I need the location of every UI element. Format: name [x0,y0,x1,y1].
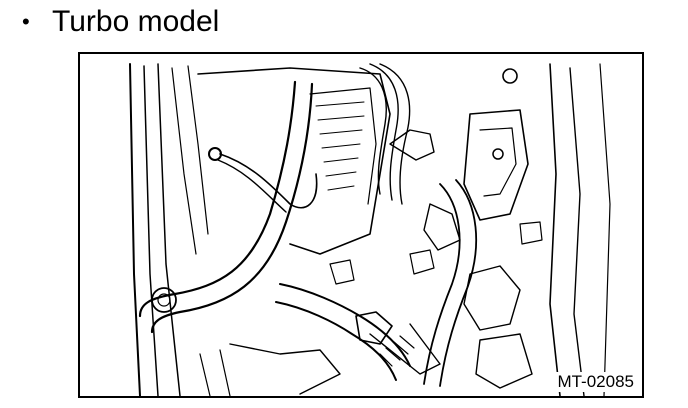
adjuster-knob [151,287,177,313]
right-bracket [463,109,529,221]
figure-frame: MT-02085 [78,52,644,398]
wire-harness-top [359,67,387,195]
heading-text: Turbo model [52,5,220,38]
figure-code: MT-02085 [555,372,636,392]
engine-bay-illustration [129,63,611,396]
main-pipe [138,80,297,318]
upper-housing [197,67,391,255]
section-heading: • Turbo model [22,2,219,42]
right-cable [423,183,461,385]
bullet-marker: • [22,9,30,34]
left-frame-rail [129,63,141,396]
